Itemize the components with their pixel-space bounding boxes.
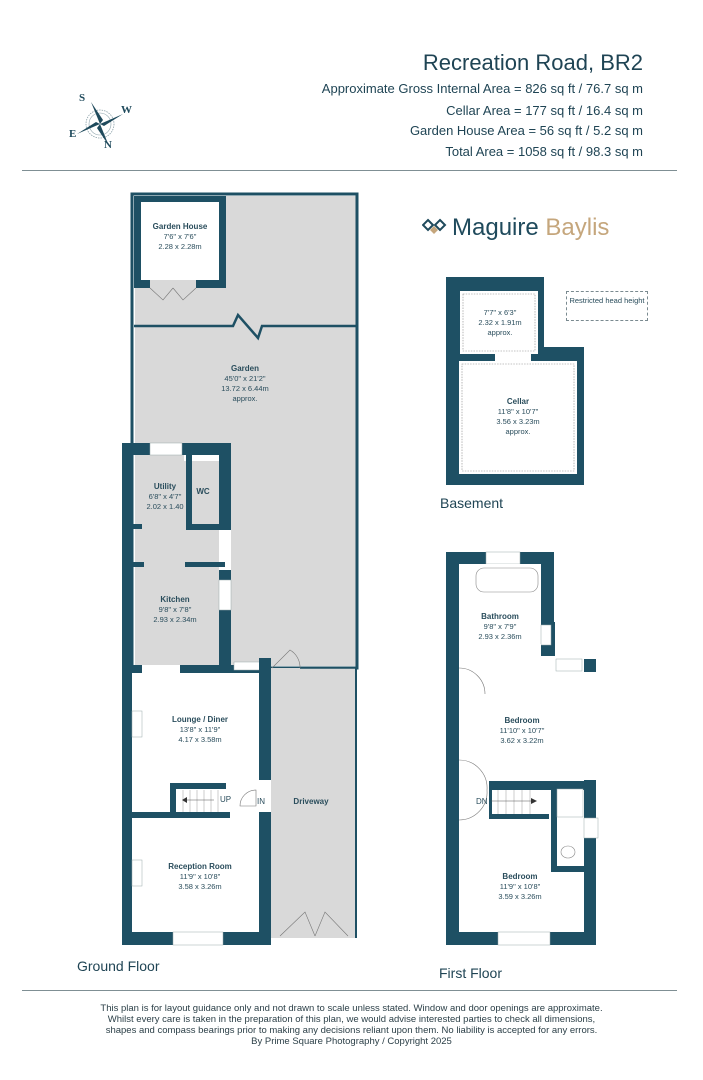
- brand-logo: Maguire Baylis: [421, 214, 610, 242]
- first-floor-label: First Floor: [439, 965, 502, 981]
- total-area: Total Area = 1058 sq ft / 98.3 sq m: [445, 144, 643, 159]
- room-garden-house: Garden House 7'6" x 7'6" 2.28 x 2.28m: [152, 222, 208, 251]
- diamond-logo-icon: [421, 218, 447, 234]
- property-title: Recreation Road, BR2: [422, 50, 643, 75]
- basement-label: Basement: [440, 495, 504, 511]
- room-utility: Utility 6'8" x 4'7" 2.02 x 1.40: [146, 482, 184, 511]
- header-divider: [22, 170, 677, 171]
- room-basement-store: 7'7" x 6'3" 2.32 x 1.91m approx.: [478, 308, 522, 337]
- stairs-up-label: UP: [220, 795, 232, 804]
- logo-secondary: Baylis: [545, 214, 610, 241]
- gross-internal-area: Approximate Gross Internal Area = 826 sq…: [321, 81, 643, 96]
- disclaimer: This plan is for layout guidance only an…: [100, 1003, 603, 1047]
- room-lounge-diner: Lounge / Diner 13'8" x 11'9" 4.17 x 3.58…: [172, 715, 228, 744]
- compass-e: E: [69, 128, 77, 140]
- room-garden: Garden 45'0" x 21'2" 13.72 x 6.44m appro…: [221, 364, 269, 403]
- compass-n: N: [104, 139, 112, 151]
- footer-divider: [22, 990, 677, 991]
- room-wc: WC: [196, 487, 210, 496]
- compass-s: S: [79, 92, 86, 104]
- garden-house-area: Garden House Area = 56 sq ft / 5.2 sq m: [409, 123, 643, 138]
- room-driveway: Driveway: [293, 797, 329, 806]
- ground-floor-label: Ground Floor: [77, 958, 160, 974]
- restricted-head-height-legend: Restricted head height: [566, 291, 648, 321]
- stairs-down-label: DN: [476, 797, 488, 806]
- cellar-area: Cellar Area = 177 sq ft / 16.4 sq m: [446, 103, 643, 118]
- entrance-label: IN: [257, 797, 265, 806]
- room-bedroom-2: Bedroom 11'9" x 10'8" 3.59 x 3.26m: [498, 872, 542, 901]
- compass-rose-icon: S W E N: [60, 88, 140, 158]
- compass-w: W: [121, 104, 132, 116]
- room-kitchen: Kitchen 9'8" x 7'8" 2.93 x 2.34m: [153, 595, 197, 624]
- logo-primary: Maguire: [452, 214, 539, 241]
- room-cellar: Cellar 11'8" x 10'7" 3.56 x 3.23m approx…: [496, 397, 540, 436]
- room-bedroom-1: Bedroom 11'10" x 10'7" 3.62 x 3.22m: [499, 716, 545, 745]
- room-bathroom: Bathroom 9'8" x 7'9" 2.93 x 2.36m: [478, 612, 522, 641]
- room-reception: Reception Room 11'9" x 10'8" 3.58 x 3.26…: [168, 862, 232, 891]
